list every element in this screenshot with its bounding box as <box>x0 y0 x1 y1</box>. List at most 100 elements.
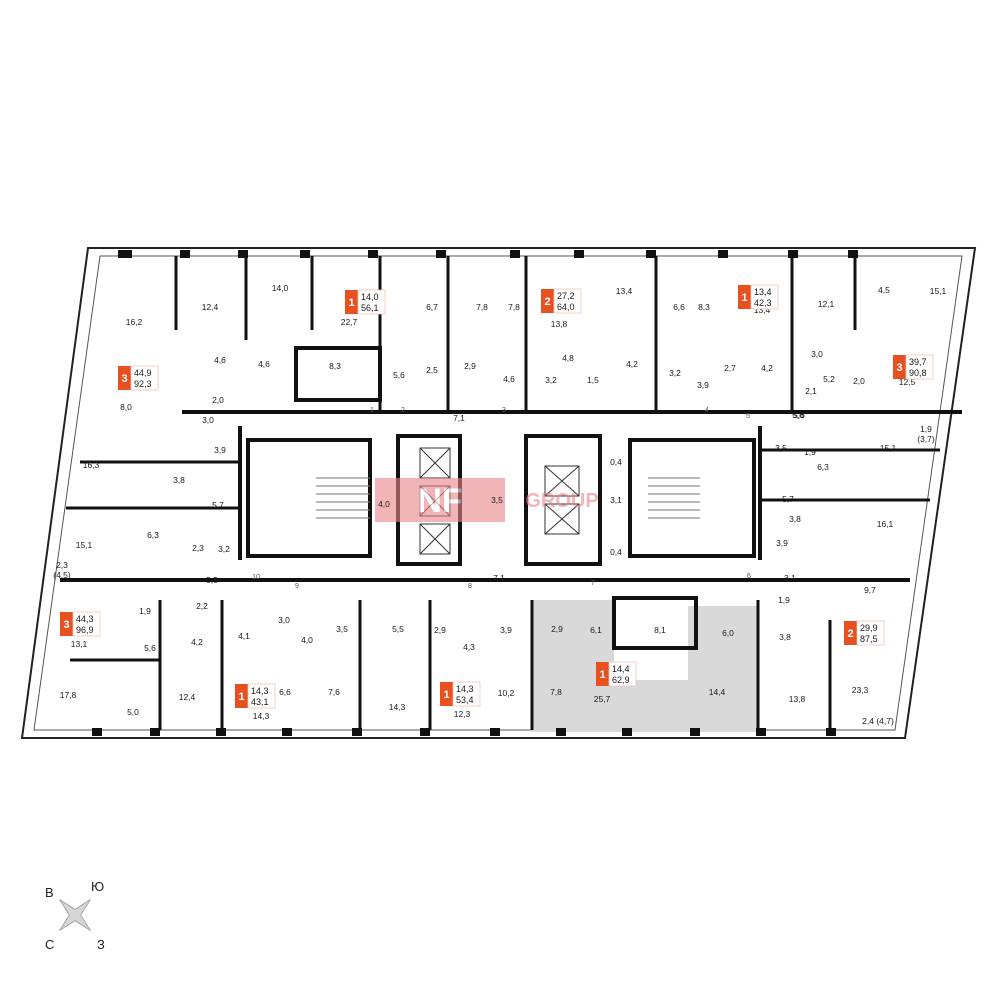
apartment-badge[interactable]: 2 29,987,5 <box>844 620 885 646</box>
total-area: 87,5 <box>860 634 878 644</box>
room-count-box <box>345 290 358 314</box>
room-area-label: 4,0 <box>301 635 313 645</box>
room-area-label: 4,8 <box>562 353 574 363</box>
room-area-label: 3,5 <box>491 495 503 505</box>
room-count-box <box>738 285 751 309</box>
area-box <box>72 611 101 637</box>
living-area: 27,2 <box>557 291 575 301</box>
room-area-label: 7,6 <box>328 687 340 697</box>
total-area: 64,0 <box>557 302 575 312</box>
area-box <box>553 288 582 314</box>
room-area-label: 2,5 <box>426 365 438 375</box>
room-area-label: 15,1 <box>880 443 897 453</box>
room-area-label: 1,9 <box>920 424 932 434</box>
room-area-label: 9,7 <box>864 585 876 595</box>
door-number: 4 <box>705 407 709 414</box>
compass-north: С <box>45 937 54 952</box>
room-count-box <box>893 355 906 379</box>
door-number: 3 <box>502 407 506 414</box>
room-area-label: 5,6 <box>792 410 804 420</box>
room-area-label: 7,8 <box>508 302 520 312</box>
room-area-label: 3,0 <box>278 615 290 625</box>
room-area-label: 3,0 <box>202 415 214 425</box>
room-area-label: 2,9 <box>464 361 476 371</box>
area-box <box>750 284 779 310</box>
room-area-label: 3,0 <box>811 349 823 359</box>
room-area-label: 15,1 <box>76 540 93 550</box>
partition-walls <box>66 256 940 730</box>
room-area-label: 12,4 <box>202 302 219 312</box>
room-area-label: 6,1 <box>590 625 602 635</box>
room-count: 2 <box>847 628 853 640</box>
room-area-label: 7,1 <box>453 413 465 423</box>
room-area-label: 3,5 <box>775 443 787 453</box>
area-box <box>856 620 885 646</box>
room-area-label: 5,7 <box>782 494 794 504</box>
room-area-label: 1,5 <box>587 375 599 385</box>
room-area-label: 4,2 <box>626 359 638 369</box>
room-area-label: 10,2 <box>498 688 515 698</box>
living-area: 13,4 <box>754 287 772 297</box>
total-area: 42,3 <box>754 298 772 308</box>
room-area-label: 1,9 <box>804 447 816 457</box>
room-area-label: 6,0 <box>722 628 734 638</box>
room-area-label: 4,5 <box>878 285 890 295</box>
room-count: 1 <box>599 669 605 681</box>
compass-east: В <box>45 885 54 900</box>
living-area: 14,3 <box>251 686 269 696</box>
room-count-box <box>235 684 248 708</box>
room-area-label: 7,8 <box>550 687 562 697</box>
building-outline-inner <box>33 255 963 731</box>
room-area-label: 6,7 <box>426 302 438 312</box>
room-area-label: 14,3 <box>253 711 270 721</box>
room-area-label: 3,9 <box>776 538 788 548</box>
room-area-label: 16,1 <box>877 519 894 529</box>
room-count: 1 <box>443 689 449 701</box>
room-area-label: 25,7 <box>594 694 611 704</box>
room-area-label: 2,1 <box>805 386 817 396</box>
living-area: 14,0 <box>361 292 379 302</box>
room-area-label: 5,0 <box>127 707 139 717</box>
room-area-label: 13,8 <box>551 319 568 329</box>
watermark: NF GROUP <box>375 478 599 522</box>
room-area-label: 2,0 <box>212 395 224 405</box>
apartment-badge[interactable]: 2 27,264,0 <box>541 288 582 314</box>
total-area: 43,1 <box>251 697 269 707</box>
compass-south: Ю <box>91 879 104 894</box>
area-box <box>357 289 386 315</box>
area-box <box>608 661 637 687</box>
room-area-label: (3,7) <box>917 434 935 444</box>
door-number: 6 <box>747 573 751 580</box>
room-area-label: 3,2 <box>545 375 557 385</box>
room-area-label: 12,4 <box>179 692 196 702</box>
total-area: 56,1 <box>361 303 379 313</box>
room-area-label: 0,4 <box>610 547 622 557</box>
room-area-label: 2,7 <box>724 363 736 373</box>
room-area-label: 13,4 <box>754 305 771 315</box>
living-area: 29,9 <box>860 623 878 633</box>
room-area-label: 4,2 <box>191 637 203 647</box>
area-box <box>247 683 276 709</box>
room-area-label: 5,6 <box>393 370 405 380</box>
door-number: 2 <box>401 407 405 414</box>
room-count-box <box>596 662 609 686</box>
highlighted-apartment[interactable] <box>532 600 758 732</box>
room-area-label: 5,6 <box>793 410 805 420</box>
room-area-label: 12,5 <box>899 377 916 387</box>
room-area-label: 4,3 <box>463 642 475 652</box>
room-area-label: 3,8 <box>779 632 791 642</box>
room-count: 2 <box>544 296 550 308</box>
door-number: 9 <box>295 583 299 590</box>
room-area-label: 6,6 <box>673 302 685 312</box>
room-area-label: 2,0 <box>853 376 865 386</box>
room-area-label: 0,4 <box>610 457 622 467</box>
